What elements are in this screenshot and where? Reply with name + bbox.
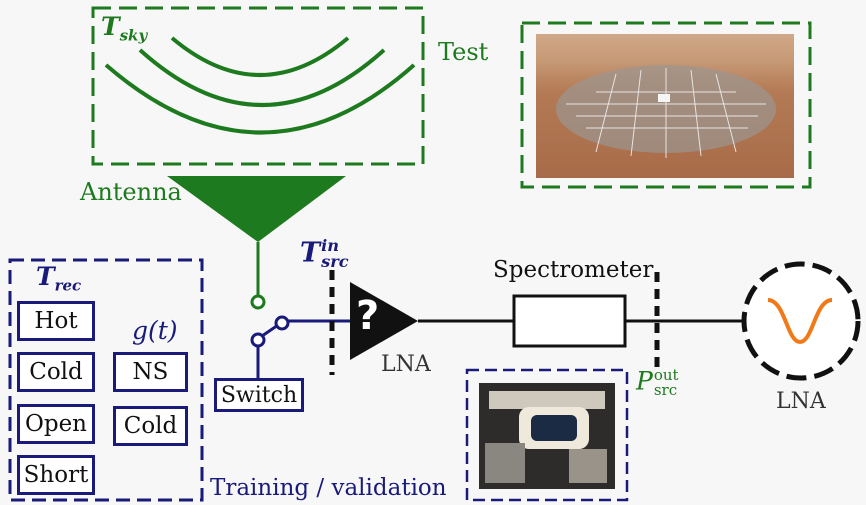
sky-arc-middle xyxy=(138,48,386,107)
test-photo-frame xyxy=(520,21,812,189)
lna-left-label: LNA xyxy=(381,352,431,377)
t-src-main: T xyxy=(300,237,321,269)
switch-contact-output xyxy=(274,315,290,331)
test-site-photo xyxy=(536,34,794,178)
array-sketch xyxy=(556,65,776,158)
p-src-sub: src xyxy=(653,381,678,399)
hardware-sketch xyxy=(479,383,615,489)
spectrometer-label: Spectrometer xyxy=(493,257,654,283)
sky-arc-inner xyxy=(170,36,350,77)
t-sky-main: T xyxy=(101,12,120,41)
t-rec-label: Trec xyxy=(36,264,81,293)
lna-triangle xyxy=(350,282,418,360)
source-cold-button[interactable]: Cold xyxy=(17,352,95,392)
calibration-box xyxy=(8,258,204,502)
output-circle xyxy=(741,261,861,381)
antenna-horn xyxy=(167,176,346,242)
source-open-button[interactable]: Open xyxy=(17,404,95,444)
test-label: Test xyxy=(438,38,489,66)
hardware-photo-frame xyxy=(465,368,629,502)
lna-question-mark: ? xyxy=(356,293,380,339)
t-sky-sub: sky xyxy=(119,26,148,45)
antenna-label: Antenna xyxy=(80,178,182,206)
training-validation-label: Training / validation xyxy=(210,475,447,501)
bandpass-curve xyxy=(767,298,833,345)
sky-arc-outer xyxy=(104,63,416,135)
receiver-hardware-photo xyxy=(479,383,615,489)
t-sky-label: Tsky xyxy=(101,14,147,43)
source-short-button[interactable]: Short xyxy=(17,455,95,495)
source-cold-ns-button[interactable]: Cold xyxy=(113,406,188,446)
spectrometer-box xyxy=(512,294,627,348)
p-src-sup: out xyxy=(653,366,679,384)
lna-right-label: LNA xyxy=(776,389,826,414)
t-src-sub: src xyxy=(321,252,349,272)
source-ns-button[interactable]: NS xyxy=(113,352,188,392)
t-src-sup: in xyxy=(321,236,340,255)
p-src-main: P xyxy=(636,366,653,396)
t-rec-main: T xyxy=(36,262,55,291)
switch-button[interactable]: Switch xyxy=(214,378,304,412)
source-hot-button[interactable]: Hot xyxy=(17,301,95,341)
switch-contact-antenna xyxy=(250,294,266,310)
switch-contact-calibration xyxy=(250,332,266,348)
t-rec-sub: rec xyxy=(54,276,82,295)
sky-box xyxy=(91,6,425,166)
g-t-label: g(t) xyxy=(132,316,178,345)
